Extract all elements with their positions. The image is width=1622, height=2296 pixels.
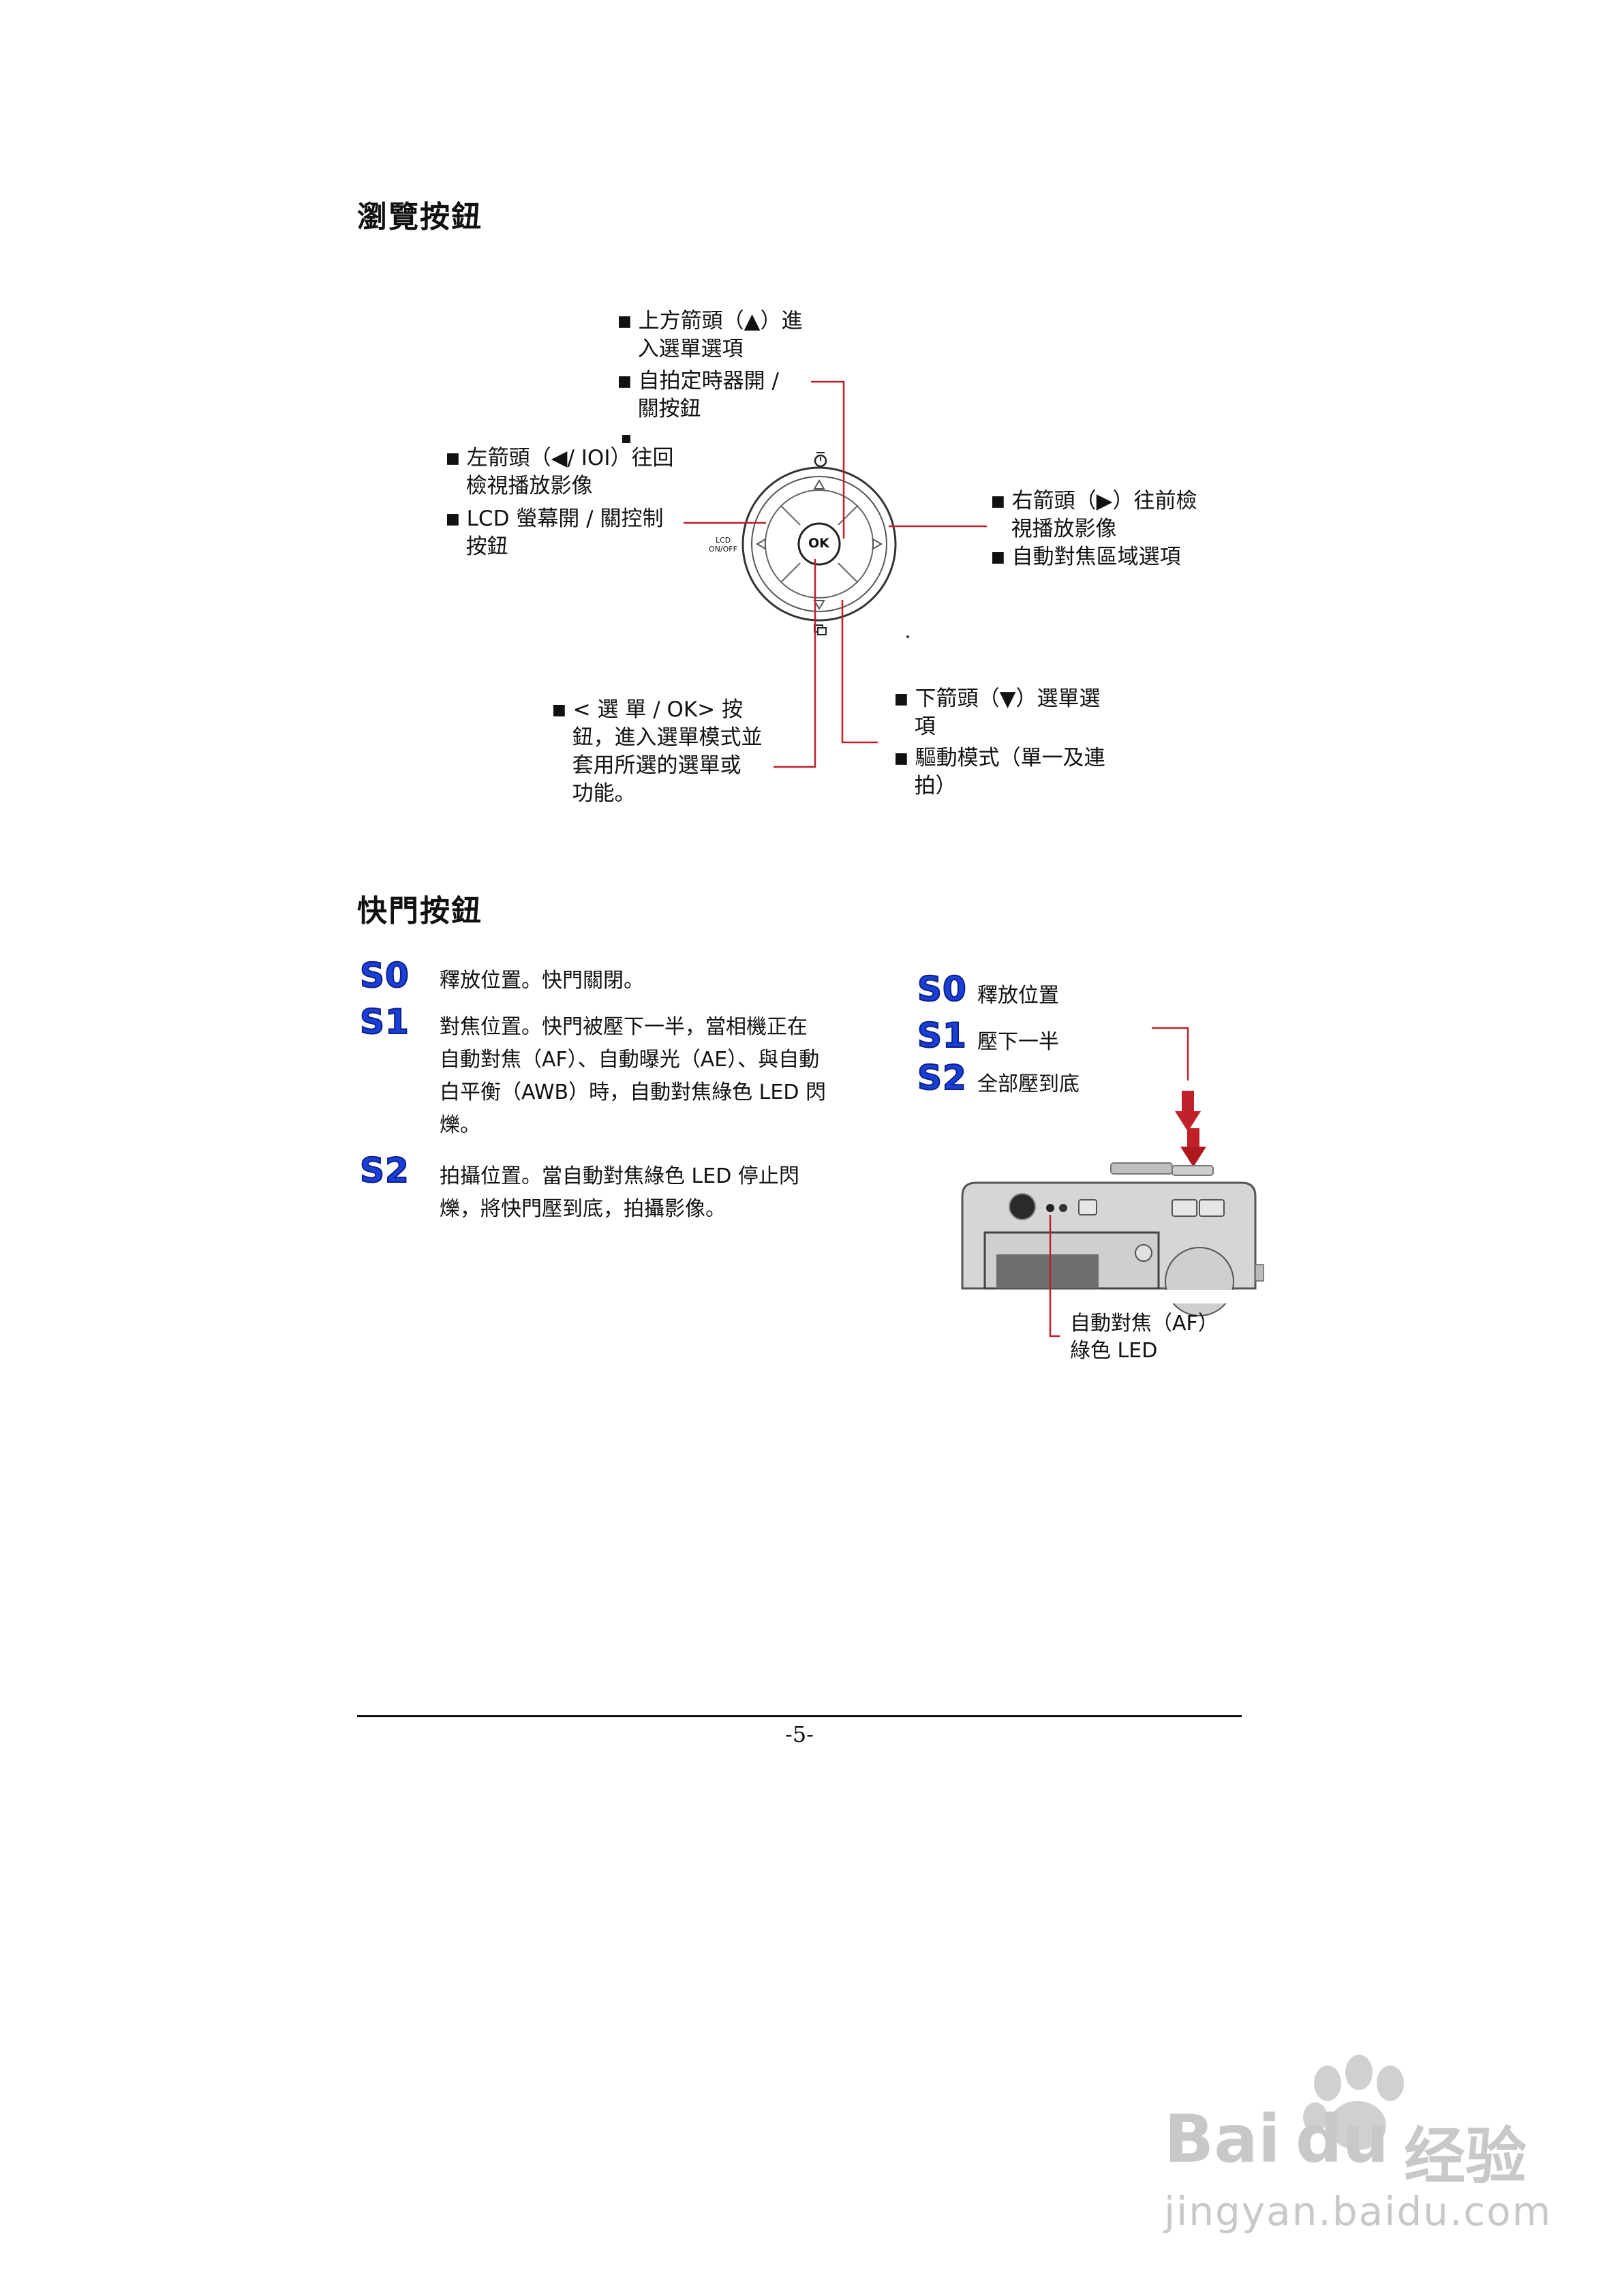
s1-line-3: 白平衡（AWB）時，自動對焦綠色 LED 閃: [440, 1081, 826, 1104]
down-callout-line: [841, 600, 878, 744]
legend-s2-text: 全部壓到底: [977, 1072, 1080, 1096]
legend-s1-key: S1: [917, 1015, 967, 1056]
callout-menu: ■ < 選 單 / OK> 按 鈕，進入選單模式並 套用所選的選單或 功能。: [552, 697, 763, 806]
callout-timer-line1: 自拍定時器開 /: [638, 369, 779, 393]
s1-line-2: 自動對焦（AF）、自動曝光（AE）、與自動: [440, 1048, 820, 1072]
callout-up-line2: 入選單選項: [637, 337, 744, 361]
lcd-label-bottom: ON/OFF: [709, 545, 737, 554]
right-arrow-icon: [872, 538, 883, 550]
callout-lcd-line2: 按鈕: [465, 534, 508, 559]
callout-right-line3: 自動對焦區域選項: [1011, 545, 1181, 569]
lcd-label-top: LCD: [716, 536, 731, 545]
callout-up-line1: 上方箭頭（▲）進: [638, 309, 803, 333]
callout-timer-line2: 關按鈕: [637, 397, 701, 421]
s0-key: S0: [359, 955, 410, 996]
s0-text: 釋放位置。快門關閉。: [440, 969, 644, 993]
callout-right-line1: 右箭頭（▶）往前檢: [1011, 489, 1197, 513]
callout-down-line2: 項: [914, 714, 936, 739]
camera-illustration: [961, 1027, 1264, 1338]
af-led-line-1: 自動對焦（AF）: [1070, 1312, 1219, 1335]
timer-callout-line: [811, 380, 845, 539]
ok-label: OK: [808, 536, 829, 551]
callout-menu-line3: 套用所選的選單或: [572, 753, 741, 778]
callout-menu-line1: < 選 單 / OK> 按: [572, 697, 744, 722]
legend-s2-key: S2: [917, 1057, 967, 1098]
dpad-diagram: [622, 380, 987, 768]
self-timer-icon: [814, 452, 827, 468]
s2-text: 拍攝位置。當自動對焦綠色 LED 停止閃 爍，將快門壓到底，拍攝影像。: [440, 1160, 799, 1226]
watermark-url: jingyan.baidu.com: [1164, 2188, 1552, 2235]
callout-down-line1: 下箭頭（▼）選單選: [915, 686, 1101, 711]
callout-drive-line2: 拍）: [914, 774, 957, 798]
callout-lcd: ■ LCD 螢幕開 / 關控制 按鈕: [446, 507, 664, 559]
s1-line-1: 對焦位置。快門被壓下一半，當相機正在: [440, 1015, 808, 1039]
shutter-heading: 快門按鈕: [357, 894, 483, 928]
legend-s0-key: S0: [917, 969, 967, 1010]
callout-drive-line1: 驅動模式（單一及連: [915, 746, 1105, 770]
down-arrow-icon: [813, 600, 825, 610]
af-led-label: 自動對焦（AF） 綠色 LED: [1070, 1310, 1219, 1365]
footer-rule: [357, 1715, 1242, 1717]
s1-key: S1: [359, 1001, 410, 1042]
legend-s0-text: 釋放位置: [977, 984, 1059, 1008]
callout-right: ■ 右箭頭（▶）往前檢 視播放影像 ■ 自動對焦區域選項: [991, 489, 1197, 569]
callout-menu-line4: 功能。: [572, 781, 636, 806]
s1-line-4: 爍。: [440, 1113, 480, 1137]
callout-right-line2: 視播放影像: [1011, 517, 1117, 541]
callout-left: ■ 左箭頭（◀/ IOI）往回 檢視播放影像: [446, 446, 674, 498]
press-arrow-icon: [1175, 1091, 1206, 1167]
callout-down: ■ 下箭頭（▼）選單選 項: [894, 686, 1101, 739]
callout-lcd-line1: LCD 螢幕開 / 關控制: [466, 507, 664, 531]
watermark-brand-b: du: [1295, 2101, 1389, 2177]
callout-drive: ■ 驅動模式（單一及連 拍）: [894, 746, 1105, 798]
s2-key: S2: [359, 1150, 410, 1191]
callout-menu-line2: 鈕，進入選單模式並: [572, 725, 763, 750]
menu-callout-line: [774, 559, 816, 768]
s1-text: 對焦位置。快門被壓下一半，當相機正在 自動對焦（AF）、自動曝光（AE）、與自動…: [440, 1011, 826, 1142]
left-arrow-icon: [756, 538, 766, 550]
watermark-brand-a: Bai: [1164, 2101, 1281, 2177]
page-number: -5-: [785, 1721, 814, 1747]
callout-timer: ■ 自拍定時器開 / 關按鈕: [617, 369, 779, 421]
up-arrow-icon: [813, 479, 825, 489]
callout-left-line1: 左箭頭（◀/ IOI）往回: [466, 446, 674, 470]
legend-s1-text: 壓下一半: [977, 1030, 1059, 1054]
watermark-product: 经验: [1404, 2121, 1527, 2192]
browse-heading: 瀏覽按鈕: [357, 200, 483, 235]
af-led-line-2: 綠色 LED: [1070, 1339, 1158, 1363]
s2-line-1: 拍攝位置。當自動對焦綠色 LED 停止閃: [440, 1164, 799, 1188]
ok-button: [797, 522, 841, 566]
callout-left-line2: 檢視播放影像: [465, 474, 593, 498]
s2-line-2: 爍，將快門壓到底，拍攝影像。: [440, 1197, 726, 1221]
callout-up: ■ 上方箭頭（▲）進 入選單選項: [617, 309, 803, 361]
